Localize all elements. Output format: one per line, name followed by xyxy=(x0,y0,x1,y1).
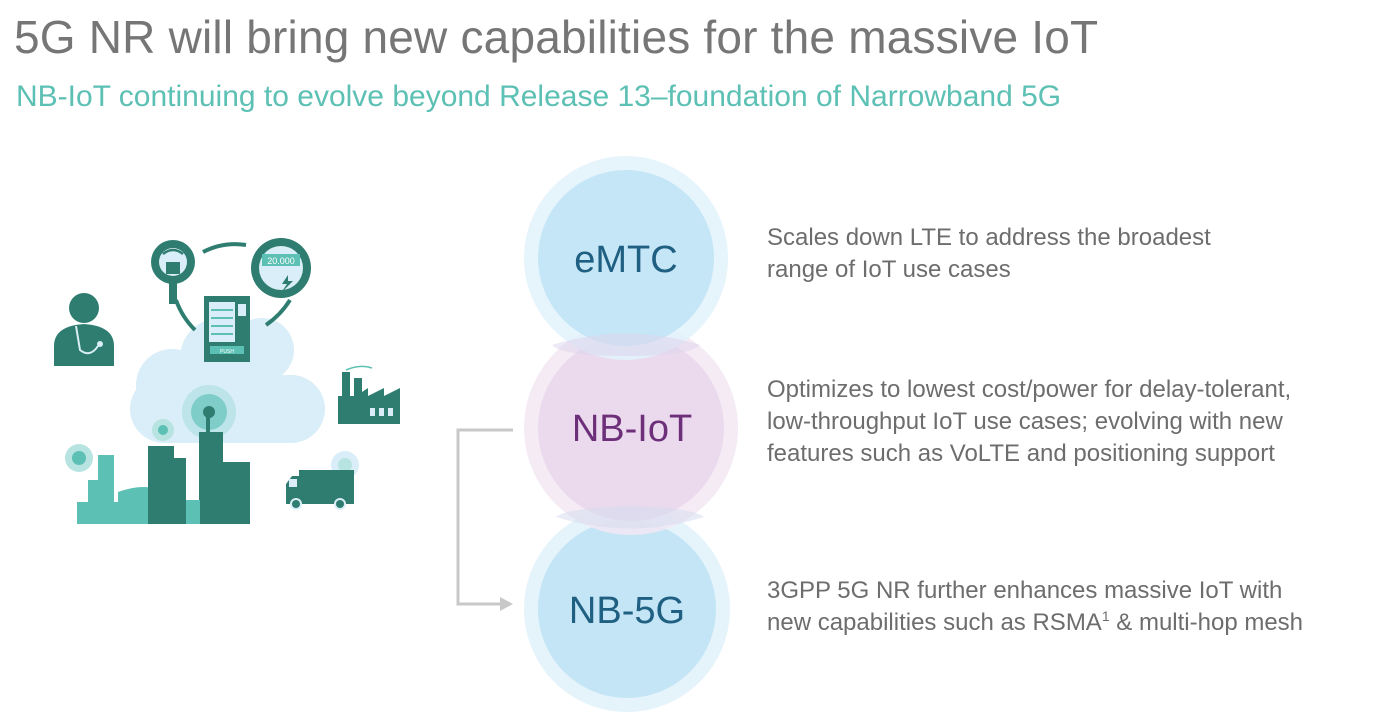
city-skyline-icon xyxy=(77,412,250,524)
doctor-icon xyxy=(54,293,114,366)
footnote-marker: 1 xyxy=(1101,608,1110,624)
description-nbiot: Optimizes to lowest cost/power for delay… xyxy=(767,374,1291,470)
description-emtc: Scales down LTE to address the broadest … xyxy=(767,222,1211,286)
page-subtitle: NB-IoT continuing to evolve beyond Relea… xyxy=(16,80,1062,113)
overlap-nbiot-nb5g xyxy=(556,506,704,529)
iot-illustration: 20.000 PUSH xyxy=(54,238,400,524)
evolution-arrow xyxy=(456,428,513,611)
description-nb5g: 3GPP 5G NR further enhances massive IoT … xyxy=(767,575,1303,639)
factory-icon xyxy=(338,365,400,424)
vending-label-text: PUSH xyxy=(220,349,234,355)
description-line: low-throughput IoT use cases; evolving w… xyxy=(767,408,1283,435)
electric-meter-icon: 20.000 xyxy=(251,238,311,298)
description-text: new capabilities such as RSMA xyxy=(767,609,1102,636)
overlap-emtc-nbiot xyxy=(552,333,700,356)
circle-label-emtc: eMTC xyxy=(574,239,677,281)
meter-display-text: 20.000 xyxy=(267,256,295,266)
circle-label-nb5g: NB-5G xyxy=(569,590,685,632)
page-title: 5G NR will bring new capabilities for th… xyxy=(14,11,1099,63)
description-line: new capabilities such as RSMA1 & multi-h… xyxy=(767,607,1303,639)
circle-emtc xyxy=(524,156,728,360)
description-line: range of IoT use cases xyxy=(767,256,1011,283)
circle-label-nbiot: NB-IoT xyxy=(572,408,692,450)
description-line: 3GPP 5G NR further enhances massive IoT … xyxy=(767,577,1283,604)
description-text: & multi-hop mesh xyxy=(1109,609,1304,636)
description-line: Optimizes to lowest cost/power for delay… xyxy=(767,376,1292,403)
vending-machine-icon: PUSH xyxy=(204,296,250,362)
circle-nbiot xyxy=(524,321,738,535)
description-line: Scales down LTE to address the broadest xyxy=(767,224,1211,251)
truck-icon xyxy=(286,470,354,510)
description-line: features such as VoLTE and positioning s… xyxy=(767,440,1275,467)
circle-nb5g xyxy=(524,506,730,712)
parking-meter-icon xyxy=(151,240,195,304)
